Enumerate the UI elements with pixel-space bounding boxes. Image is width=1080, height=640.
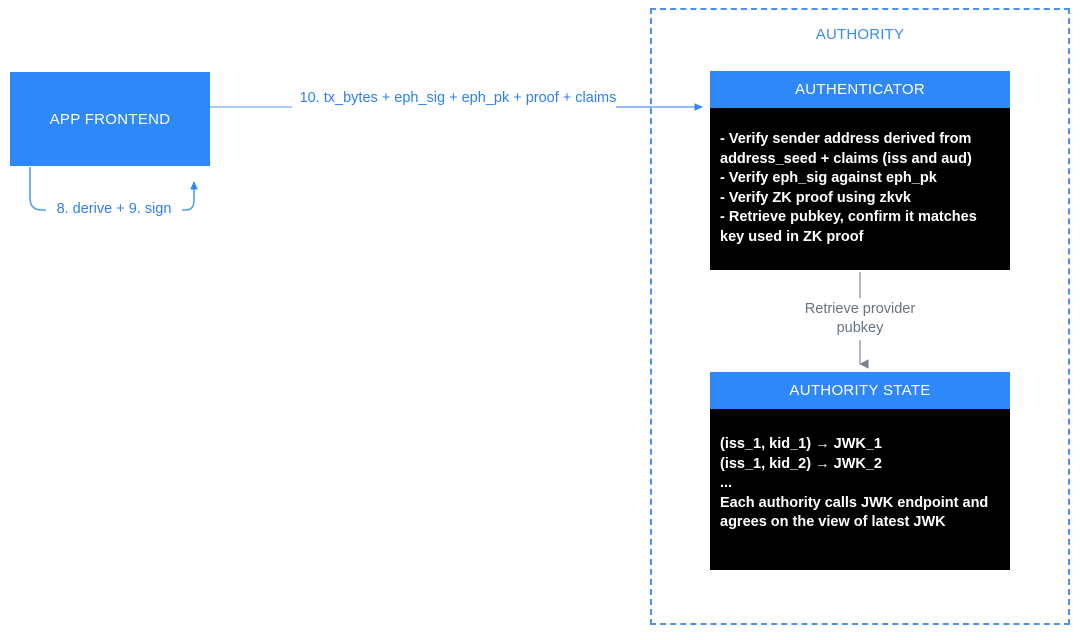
authority-state-node[interactable]: AUTHORITY STATE (iss_1, kid_1) → JWK_1 (… (710, 372, 1010, 570)
app-frontend-node[interactable]: APP FRONTEND (10, 72, 210, 166)
authority-group: AUTHORITY (650, 8, 1070, 625)
edge-label-retrieve-provider-pubkey: Retrieve provider pubkey (804, 301, 916, 336)
authority-state-body: (iss_1, kid_1) → JWK_1 (iss_1, kid_2) → … (710, 409, 1010, 570)
authenticator-node[interactable]: AUTHENTICATOR - Verify sender address de… (710, 71, 1010, 270)
app-frontend-label: APP FRONTEND (49, 110, 171, 128)
authenticator-body: - Verify sender address derived from add… (710, 108, 1010, 270)
authority-group-title: AUTHORITY (815, 26, 905, 43)
edge-label-tx-payload: 10. tx_bytes + eph_sig + eph_pk + proof … (299, 90, 617, 106)
authenticator-header: AUTHENTICATOR (710, 71, 1010, 108)
authority-state-header: AUTHORITY STATE (710, 372, 1010, 409)
edge-label-derive-sign: 8. derive + 9. sign (56, 201, 172, 217)
